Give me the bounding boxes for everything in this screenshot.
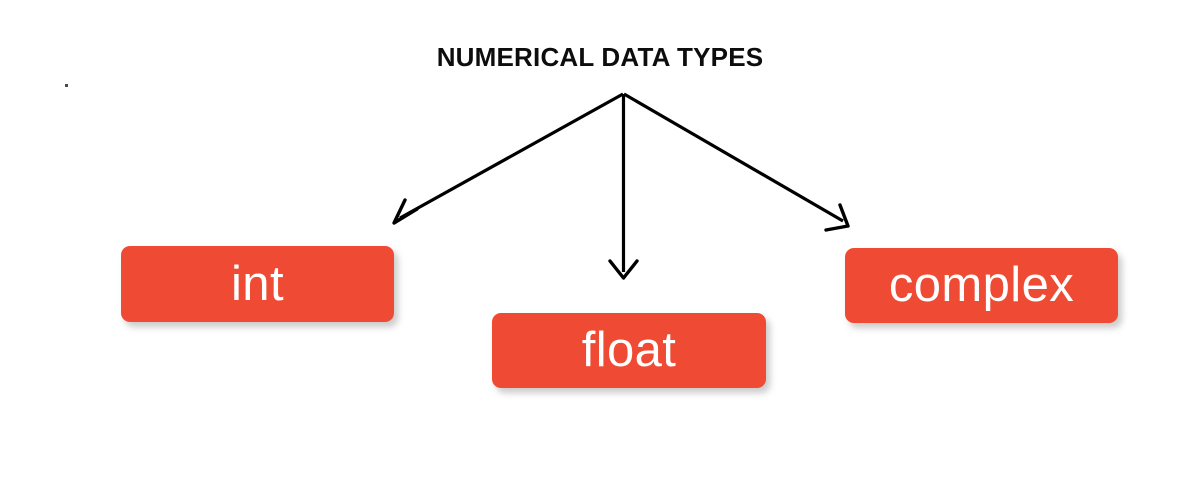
- node-float-label: float: [581, 323, 677, 377]
- arrow-to-complex-line: [623, 92, 844, 223]
- diagram-title: NUMERICAL DATA TYPES: [436, 42, 764, 72]
- arrow-to-int-line: [399, 92, 624, 220]
- node-int-label: int: [231, 256, 284, 311]
- node-int[interactable]: int: [121, 246, 394, 322]
- node-complex-label: complex: [888, 258, 1075, 312]
- stray-dot-artifact: [65, 84, 68, 87]
- arrow-to-int-head: [392, 198, 419, 225]
- arrow-to-float-head: [608, 259, 639, 280]
- node-float[interactable]: float: [492, 313, 766, 388]
- node-complex[interactable]: complex: [845, 248, 1118, 323]
- arrow-to-complex-head: [824, 203, 850, 232]
